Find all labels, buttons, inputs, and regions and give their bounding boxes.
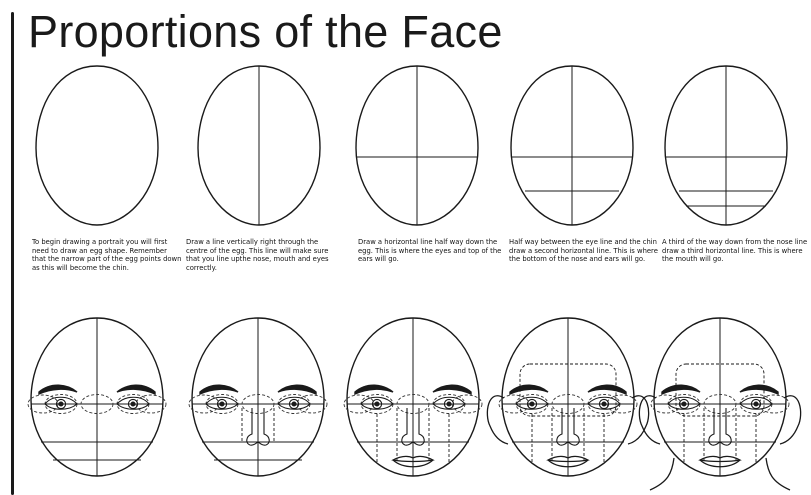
step-5-egg [665, 66, 787, 225]
step-6-face-eyes [28, 318, 166, 476]
step-1-egg [36, 66, 158, 225]
step-4-egg [511, 66, 633, 225]
step-8-face-mouth [344, 318, 482, 476]
step-3-egg [356, 66, 478, 225]
step-10-face-neck [639, 318, 800, 490]
step-2-egg [198, 66, 320, 225]
step-9-face-ears [487, 318, 648, 476]
step-7-face-nose [189, 318, 327, 476]
